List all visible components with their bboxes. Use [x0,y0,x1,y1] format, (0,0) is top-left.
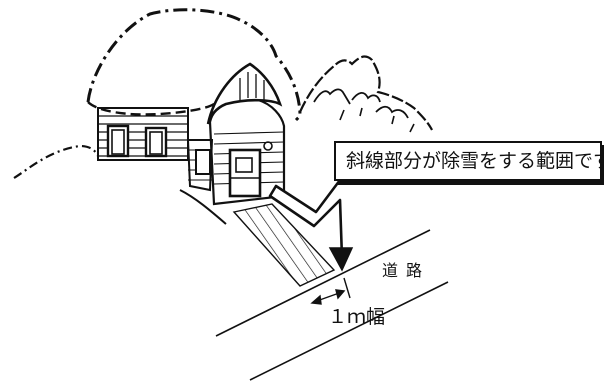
house-illustration [97,62,286,206]
mountain-illustration [298,55,433,133]
snow-ground-line [13,144,99,179]
hatched-area [232,203,336,287]
callout-box: 斜線部分が除雪をする範囲です。 [334,141,604,181]
callout-text: 斜線部分が除雪をする範囲です。 [346,150,604,172]
width-label: １ｍ幅 [328,306,386,328]
pointer-arrow [268,179,354,272]
snow-roof-outline [86,8,302,122]
dimension-arrow [310,277,351,305]
road-label: 道路 [382,261,431,280]
road-edge-bottom [249,281,449,381]
road-edge-top [215,229,431,337]
slope-line [179,189,227,225]
